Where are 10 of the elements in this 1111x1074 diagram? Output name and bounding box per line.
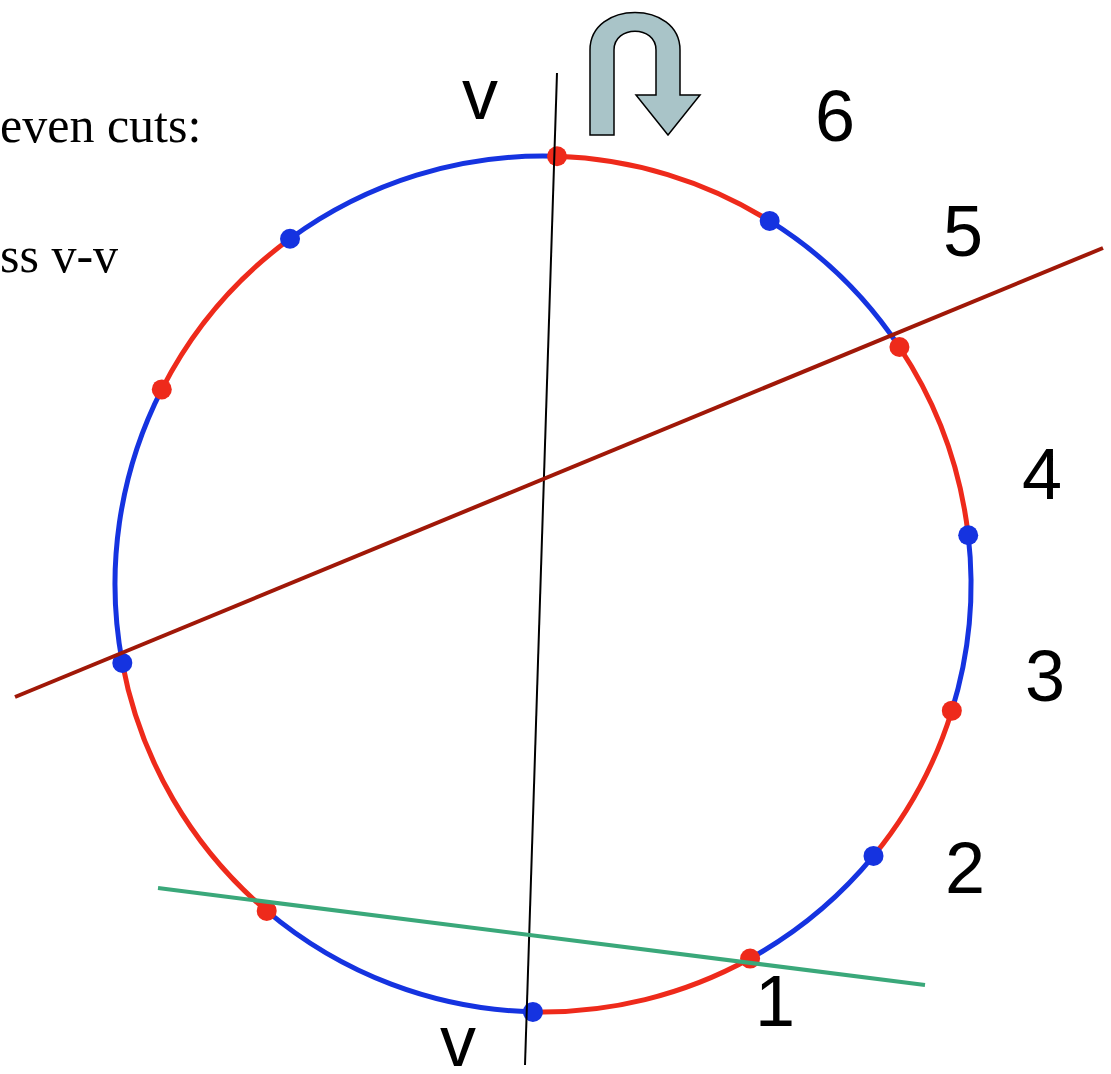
cut-number: 3 — [1025, 640, 1066, 712]
cut-number: 6 — [815, 80, 856, 152]
cut-number: 1 — [755, 965, 796, 1037]
cut-number: 2 — [945, 832, 986, 904]
vertex-label: v — [440, 1005, 476, 1074]
note-text: ss v-v — [0, 230, 119, 280]
cut-number: 5 — [943, 195, 984, 267]
vertex-label: v — [462, 58, 498, 130]
cut-number: 4 — [1022, 438, 1063, 510]
note-text: even cuts: — [0, 100, 202, 150]
